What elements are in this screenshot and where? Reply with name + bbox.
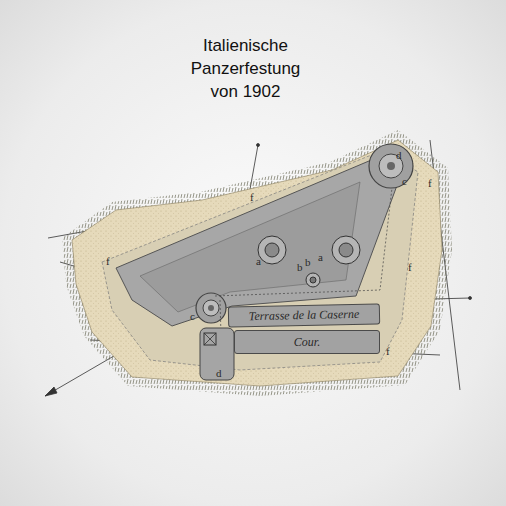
fort-band: Cour. (234, 330, 380, 354)
callout-letter: a (256, 256, 261, 267)
fort-band: Terrasse de la Caserne (228, 303, 380, 327)
callout-letter: f (408, 262, 412, 273)
callout-letter: f (386, 346, 390, 357)
band-label: Terrasse de la Caserne (249, 307, 360, 324)
callout-letter: f (250, 192, 254, 203)
diagram-title: Italienische Panzerfestung von 1902 (178, 34, 313, 103)
callout-letter: f (428, 178, 432, 189)
band-label: Cour. (294, 335, 320, 350)
callout-letter: d (216, 368, 222, 379)
callout-letter: f (106, 256, 110, 267)
callout-letter: c (402, 176, 407, 187)
callout-letter: b (297, 262, 303, 273)
callout-letter: b (305, 257, 311, 268)
callout-letter: d (396, 150, 402, 161)
callout-letter: a (318, 252, 323, 263)
callout-letter: c (190, 311, 195, 322)
